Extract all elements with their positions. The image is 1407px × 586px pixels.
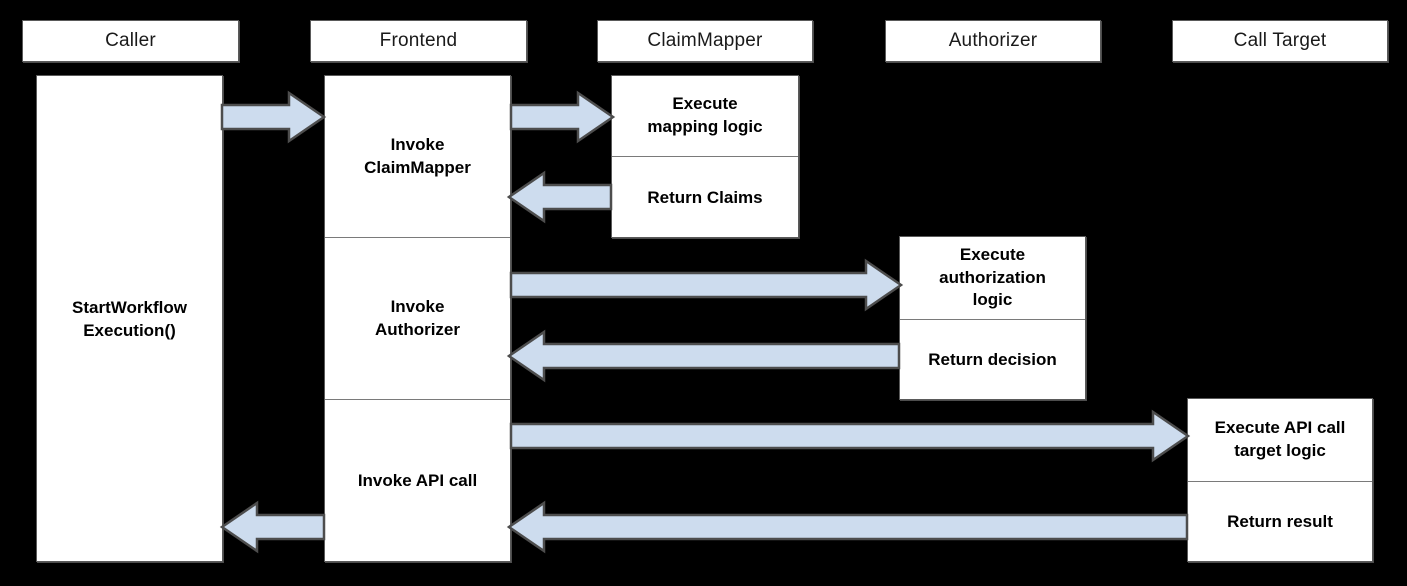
message-arrow-caller-to-frontend: [220, 90, 327, 144]
participant-label: Call Target: [1233, 30, 1327, 51]
message-arrow-frontend-to-caller: [219, 500, 326, 554]
participant-header-frontend: Frontend: [310, 20, 527, 62]
participant-label: ClaimMapper: [647, 30, 763, 51]
activation-calltarget-return-result: Return result: [1188, 481, 1372, 563]
participant-label: Authorizer: [948, 30, 1038, 51]
message-arrow-authorizer-to-frontend: [506, 329, 901, 383]
participant-header-calltarget: Call Target: [1172, 20, 1388, 62]
message-arrow-frontend-to-authorizer: [509, 258, 904, 312]
activation-authorizer-return-decision: Return decision: [900, 319, 1085, 401]
message-arrow-calltarget-to-frontend: [506, 500, 1189, 554]
participant-label: Caller: [105, 30, 156, 51]
activation-claimmapper-return-claims: Return Claims: [612, 156, 798, 239]
participant-header-authorizer: Authorizer: [885, 20, 1101, 62]
activation-frontend-invoke-api-call: Invoke API call: [325, 399, 510, 563]
message-arrow-claimmapper-to-frontend: [506, 170, 613, 224]
participant-header-claimmapper: ClaimMapper: [597, 20, 813, 62]
message-arrow-frontend-to-calltarget: [509, 409, 1191, 463]
message-arrow-frontend-to-claimmapper: [509, 90, 616, 144]
participant-header-caller: Caller: [22, 20, 239, 62]
participant-label: Frontend: [379, 30, 458, 51]
